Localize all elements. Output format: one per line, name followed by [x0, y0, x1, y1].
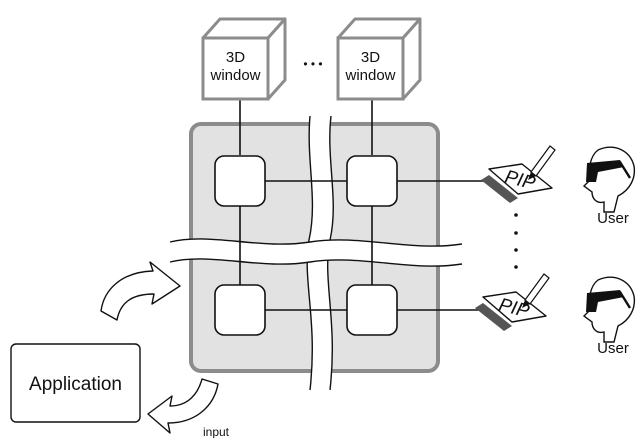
node-bottom-left [214, 284, 266, 336]
pip-panel-bottom: PIP [475, 273, 550, 331]
node-bottom-right [346, 284, 398, 336]
user-label: User [597, 340, 629, 357]
3d-window-left: 3D window [201, 17, 287, 101]
windows-ellipsis: • • • [303, 57, 322, 71]
curved-arrow-down-icon [147, 378, 219, 434]
horizontal-break [170, 238, 462, 267]
node-top-left [214, 155, 266, 207]
3d-window-right: 3D window [336, 17, 422, 101]
node-top-right [346, 155, 398, 207]
window-label-line2: window [209, 67, 260, 84]
user-label: User [597, 210, 629, 227]
application-label: Application [29, 374, 122, 395]
input-label: input [203, 425, 230, 438]
window-label-line1: 3D [361, 49, 380, 66]
window-label-line2: window [344, 67, 395, 84]
pip-ellipsis [514, 213, 518, 269]
pip-panel-top: PIP [481, 145, 556, 203]
curved-arrow-up-icon [100, 261, 181, 321]
user-head-icon-bottom [582, 276, 636, 343]
pen-icon [522, 273, 550, 308]
window-label-line1: 3D [226, 49, 245, 66]
user-head-icon-top [582, 146, 636, 213]
pen-icon [528, 145, 556, 180]
connection-lines [239, 98, 486, 311]
application-box [10, 343, 141, 423]
